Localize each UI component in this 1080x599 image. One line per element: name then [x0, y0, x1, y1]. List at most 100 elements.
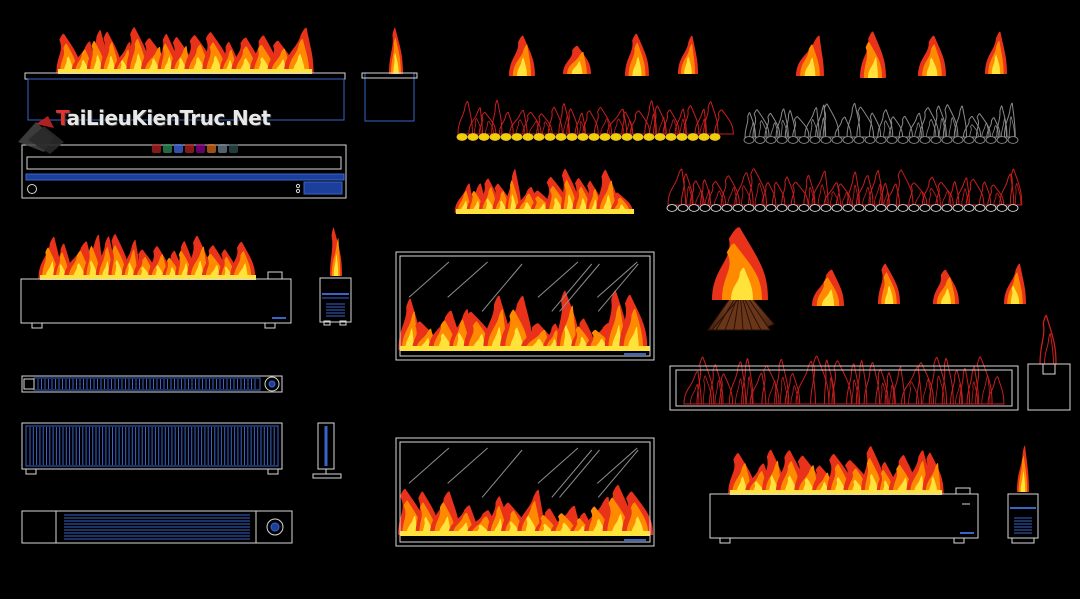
flame-outline: [522, 111, 542, 135]
pebble: [610, 133, 622, 141]
control-panel: [303, 181, 343, 195]
flame-outline: [828, 377, 835, 405]
pebble: [1007, 204, 1019, 212]
pebble: [886, 136, 898, 144]
glass-fireplace-1-frame: [395, 251, 655, 361]
flame-outline: [1009, 168, 1023, 206]
flame-outline: [748, 168, 767, 206]
pebble: [941, 204, 953, 212]
pebble: [875, 136, 887, 144]
pebble: [743, 136, 755, 144]
devices-layer: [20, 72, 1071, 547]
pebble-flame-row-gray: [743, 102, 1019, 144]
flame-outline: [593, 107, 613, 135]
flame-outline: [908, 381, 919, 405]
flame-outline: [528, 120, 539, 135]
pebble: [654, 133, 666, 141]
flame-outline: [819, 117, 826, 138]
flame-inner: [1020, 471, 1026, 492]
flame-outline: [831, 360, 852, 405]
flame-outline: [822, 103, 840, 138]
pebble: [710, 204, 722, 212]
flame-icon: [127, 262, 135, 279]
glass-fireplace-1-glass: [399, 255, 651, 357]
glass-reflection: [597, 449, 639, 498]
pebble: [853, 136, 865, 144]
burner-plan-strip: [25, 173, 345, 181]
pebble: [544, 133, 556, 141]
pebble: [787, 136, 799, 144]
flame-outline: [855, 175, 874, 206]
flame-outline: [834, 116, 852, 138]
glass-reflection: [596, 261, 638, 298]
pebble: [963, 136, 975, 144]
flame-outline: [888, 116, 904, 138]
flame-outline: [780, 119, 788, 138]
pebble: [886, 204, 898, 212]
flame-base: [58, 69, 312, 74]
pebble: [489, 133, 501, 141]
flame-outline: [928, 356, 948, 405]
flame-outline: [668, 119, 678, 135]
burner-3-body: [709, 493, 979, 539]
flame-outline: [473, 117, 482, 135]
flame-icon: [928, 476, 938, 494]
flame-outline: [1039, 314, 1057, 365]
glass-fireplace-2-frame: [395, 437, 655, 547]
pebble: [776, 204, 788, 212]
pebble: [732, 204, 744, 212]
flame-outline: [969, 124, 979, 138]
flame-base: [730, 490, 942, 495]
flame-mid: [800, 44, 820, 76]
flame-outline: [908, 112, 924, 138]
flame-outline: [991, 125, 1000, 138]
flame-outline: [966, 366, 980, 405]
flame-outline: [703, 101, 719, 135]
pebble: [996, 204, 1008, 212]
flame-outline: [993, 192, 1003, 206]
flame-outline: [981, 122, 990, 138]
watermark-mark-icon: [18, 116, 64, 154]
flame-icon: [163, 56, 173, 73]
flame-outline: [919, 107, 940, 138]
flame-outline: [921, 176, 941, 206]
flame-outline: [880, 382, 888, 405]
flame-icon: [525, 515, 537, 535]
burner-2-foot: [31, 322, 43, 329]
burner-3-side-view: [1007, 493, 1039, 539]
flame-outline: [779, 376, 788, 405]
flame-outline: [741, 358, 754, 405]
flame-icon: [89, 260, 98, 279]
glass-reflection: [408, 261, 450, 298]
flame-sprite: [625, 33, 649, 76]
flame-outline: [695, 190, 703, 206]
flame-outline: [971, 381, 979, 405]
pebble: [853, 204, 865, 212]
burner-small-flame-3: [1017, 445, 1029, 492]
pebble: [820, 136, 832, 144]
flame-outline: [679, 118, 686, 135]
heater-foot: [25, 468, 37, 475]
flame-outline: [851, 379, 859, 405]
flame-outline: [771, 181, 786, 206]
flame-icon: [438, 516, 451, 535]
flame-inner: [333, 254, 339, 276]
cup-nozzle: [1042, 363, 1056, 375]
flame-outline: [915, 362, 935, 405]
flame-inner: [571, 61, 583, 74]
flame-outline: [784, 373, 801, 405]
flame-icon: [406, 515, 418, 535]
flame-icon: [63, 56, 74, 73]
burner-1-flames: [56, 27, 314, 74]
pebble: [533, 133, 545, 141]
flame-outline: [749, 122, 756, 138]
flame-outline: [922, 378, 932, 405]
flame-icon: [507, 180, 519, 213]
bar-outline-flames: [683, 355, 1005, 405]
pebble: [588, 133, 600, 141]
pebble: [820, 204, 832, 212]
pebble: [930, 136, 942, 144]
pebble: [974, 136, 986, 144]
flame-icon: [101, 261, 110, 279]
flame-icon: [493, 518, 503, 535]
